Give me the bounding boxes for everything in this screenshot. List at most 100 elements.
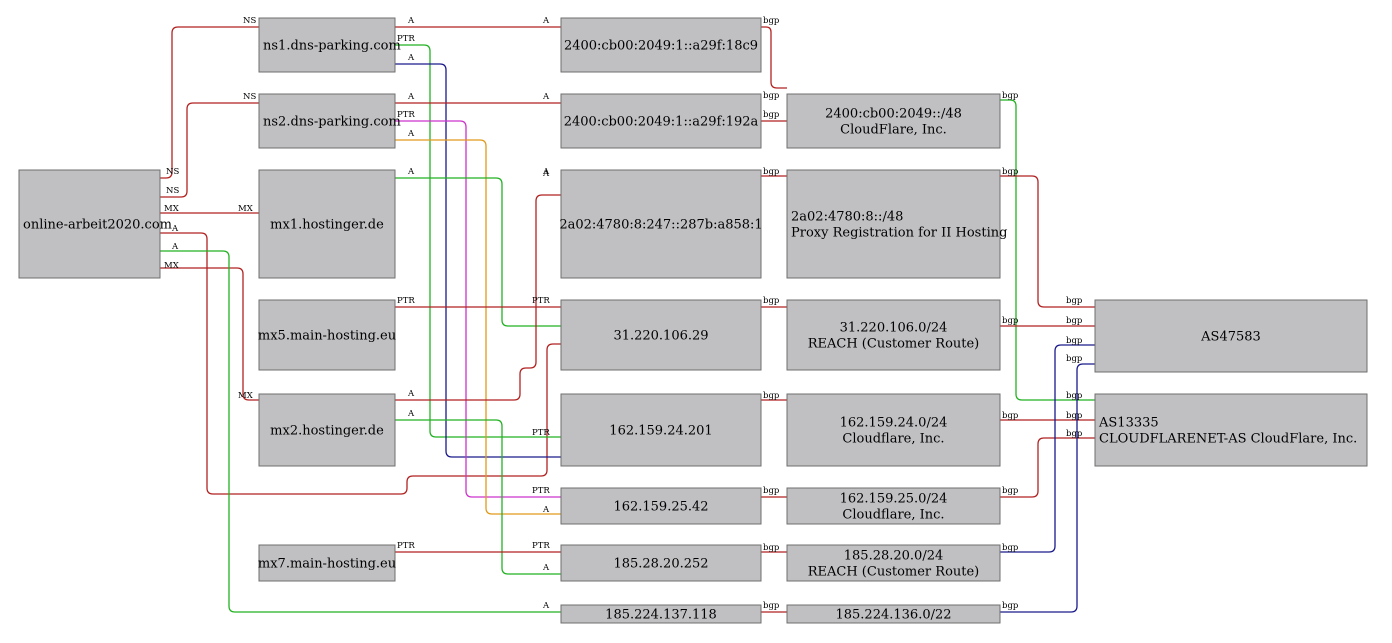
node-label: REACH (Customer Route) bbox=[808, 337, 980, 352]
node-as47583[interactable]: AS47583 bbox=[1094, 299, 1368, 373]
node-label: AS13335 bbox=[1098, 416, 1159, 431]
node-label: 2400:cb00:2049:1::a29f:192a bbox=[564, 115, 759, 130]
edge-label: A bbox=[542, 563, 550, 573]
node-box bbox=[786, 299, 1001, 371]
edges bbox=[160, 26, 1095, 613]
edge-label: A bbox=[407, 167, 415, 177]
edge-label: PTR bbox=[532, 486, 550, 496]
edge-bgp-net162b bbox=[1000, 437, 1095, 498]
node-net185b[interactable]: 185.224.136.0/22 bbox=[786, 604, 1001, 624]
edge-label: bgp bbox=[1066, 411, 1083, 421]
node-label: 185.28.20.0/24 bbox=[844, 549, 944, 564]
edge-label: A bbox=[407, 129, 415, 139]
node-label: ns2.dns-parking.com bbox=[263, 115, 401, 130]
node-mx2[interactable]: mx2.hostinger.de bbox=[258, 393, 396, 467]
node-ip162a[interactable]: 162.159.24.201 bbox=[560, 393, 762, 467]
node-box bbox=[560, 17, 762, 73]
edge-ns2-a2 bbox=[395, 139, 561, 515]
node-ip31[interactable]: 31.220.106.29 bbox=[560, 299, 762, 371]
edge-mx2-a2 bbox=[395, 419, 561, 575]
node-box bbox=[560, 93, 762, 149]
edge-label: MX bbox=[238, 391, 254, 401]
node-label: 2a02:4780:8:247::287b:a858:1 bbox=[559, 218, 762, 233]
edge-label: A bbox=[407, 53, 415, 63]
edge-mx2 bbox=[160, 267, 259, 401]
edge-label: bgp bbox=[763, 16, 780, 26]
node-label: mx1.hostinger.de bbox=[270, 218, 384, 233]
node-box bbox=[258, 169, 396, 279]
node-ip6b[interactable]: 2400:cb00:2049:1::a29f:192a bbox=[560, 93, 762, 149]
edge-label: PTR bbox=[532, 428, 550, 438]
edge-bgp-net185a bbox=[1000, 344, 1095, 553]
node-label: ns1.dns-parking.com bbox=[263, 39, 401, 54]
node-ip185a[interactable]: 185.28.20.252 bbox=[560, 544, 762, 582]
node-label: Cloudflare, Inc. bbox=[842, 432, 944, 447]
node-mx5[interactable]: mx5.main-hosting.eu bbox=[258, 299, 396, 371]
edge-label: MX bbox=[238, 204, 254, 214]
node-ip6a[interactable]: 2400:cb00:2049:1::a29f:18c9 bbox=[560, 17, 762, 73]
node-label: 162.159.24.201 bbox=[609, 424, 712, 439]
edge-label: NS bbox=[166, 167, 179, 177]
edge-label: bgp bbox=[763, 543, 780, 553]
node-label: 185.28.20.252 bbox=[613, 557, 708, 572]
node-label: online-arbeit2020.com bbox=[23, 218, 172, 233]
edge-a-31 bbox=[160, 232, 561, 495]
edge-label: A bbox=[542, 601, 550, 611]
edge-label: bgp bbox=[1002, 543, 1019, 553]
edge-ns1 bbox=[160, 26, 259, 179]
edge-bgp-6a bbox=[761, 26, 787, 89]
node-label: CLOUDFLARENET-AS CloudFlare, Inc. bbox=[1099, 432, 1357, 447]
edge-label: bgp bbox=[1002, 601, 1019, 611]
node-box bbox=[258, 393, 396, 467]
edge-label: bgp bbox=[763, 296, 780, 306]
node-mx1[interactable]: mx1.hostinger.de bbox=[258, 169, 396, 279]
node-ns2[interactable]: ns2.dns-parking.com bbox=[258, 93, 401, 149]
edge-a-185b bbox=[160, 250, 561, 613]
node-label: CloudFlare, Inc. bbox=[840, 123, 947, 138]
node-box bbox=[560, 299, 762, 371]
node-label: Proxy Registration for II Hosting bbox=[791, 226, 1007, 241]
edge-ns2-ptr bbox=[395, 120, 561, 498]
edge-label: PTR bbox=[397, 110, 415, 120]
edge-label: A bbox=[407, 409, 415, 419]
node-domain[interactable]: online-arbeit2020.com bbox=[18, 169, 172, 279]
node-label: 162.159.25.0/24 bbox=[840, 492, 948, 507]
node-box bbox=[560, 169, 762, 279]
edge-ns2 bbox=[160, 102, 259, 198]
edge-label: NS bbox=[243, 16, 256, 26]
edge-label: bgp bbox=[1002, 91, 1019, 101]
node-ip6c[interactable]: 2a02:4780:8:247::287b:a858:1 bbox=[559, 169, 763, 279]
edge-bgp-net6px bbox=[1000, 175, 1095, 308]
node-label: 162.159.25.42 bbox=[613, 500, 708, 515]
edge-label: bgp bbox=[1066, 391, 1083, 401]
node-box bbox=[786, 169, 1001, 279]
node-ip185b[interactable]: 185.224.137.118 bbox=[560, 604, 762, 624]
node-box bbox=[258, 93, 396, 149]
edge-label: bgp bbox=[1066, 316, 1083, 326]
node-box bbox=[258, 544, 396, 582]
node-box bbox=[258, 17, 396, 73]
edge-label: bgp bbox=[1002, 167, 1019, 177]
node-ip162b[interactable]: 162.159.25.42 bbox=[560, 487, 762, 525]
node-label: 2400:cb00:2049:1::a29f:18c9 bbox=[564, 39, 758, 54]
node-box bbox=[560, 487, 762, 525]
edge-label: bgp bbox=[763, 486, 780, 496]
node-ns1[interactable]: ns1.dns-parking.com bbox=[258, 17, 401, 73]
node-box bbox=[1094, 299, 1368, 373]
edge-label: bgp bbox=[763, 391, 780, 401]
node-box bbox=[560, 393, 762, 467]
node-label: 185.224.137.118 bbox=[605, 608, 717, 623]
edge-label: A bbox=[542, 169, 550, 179]
node-mx7[interactable]: mx7.main-hosting.eu bbox=[258, 544, 396, 582]
edge-label: A bbox=[542, 92, 550, 102]
edge-label: A bbox=[171, 242, 179, 252]
edge-label: bgp bbox=[763, 110, 780, 120]
